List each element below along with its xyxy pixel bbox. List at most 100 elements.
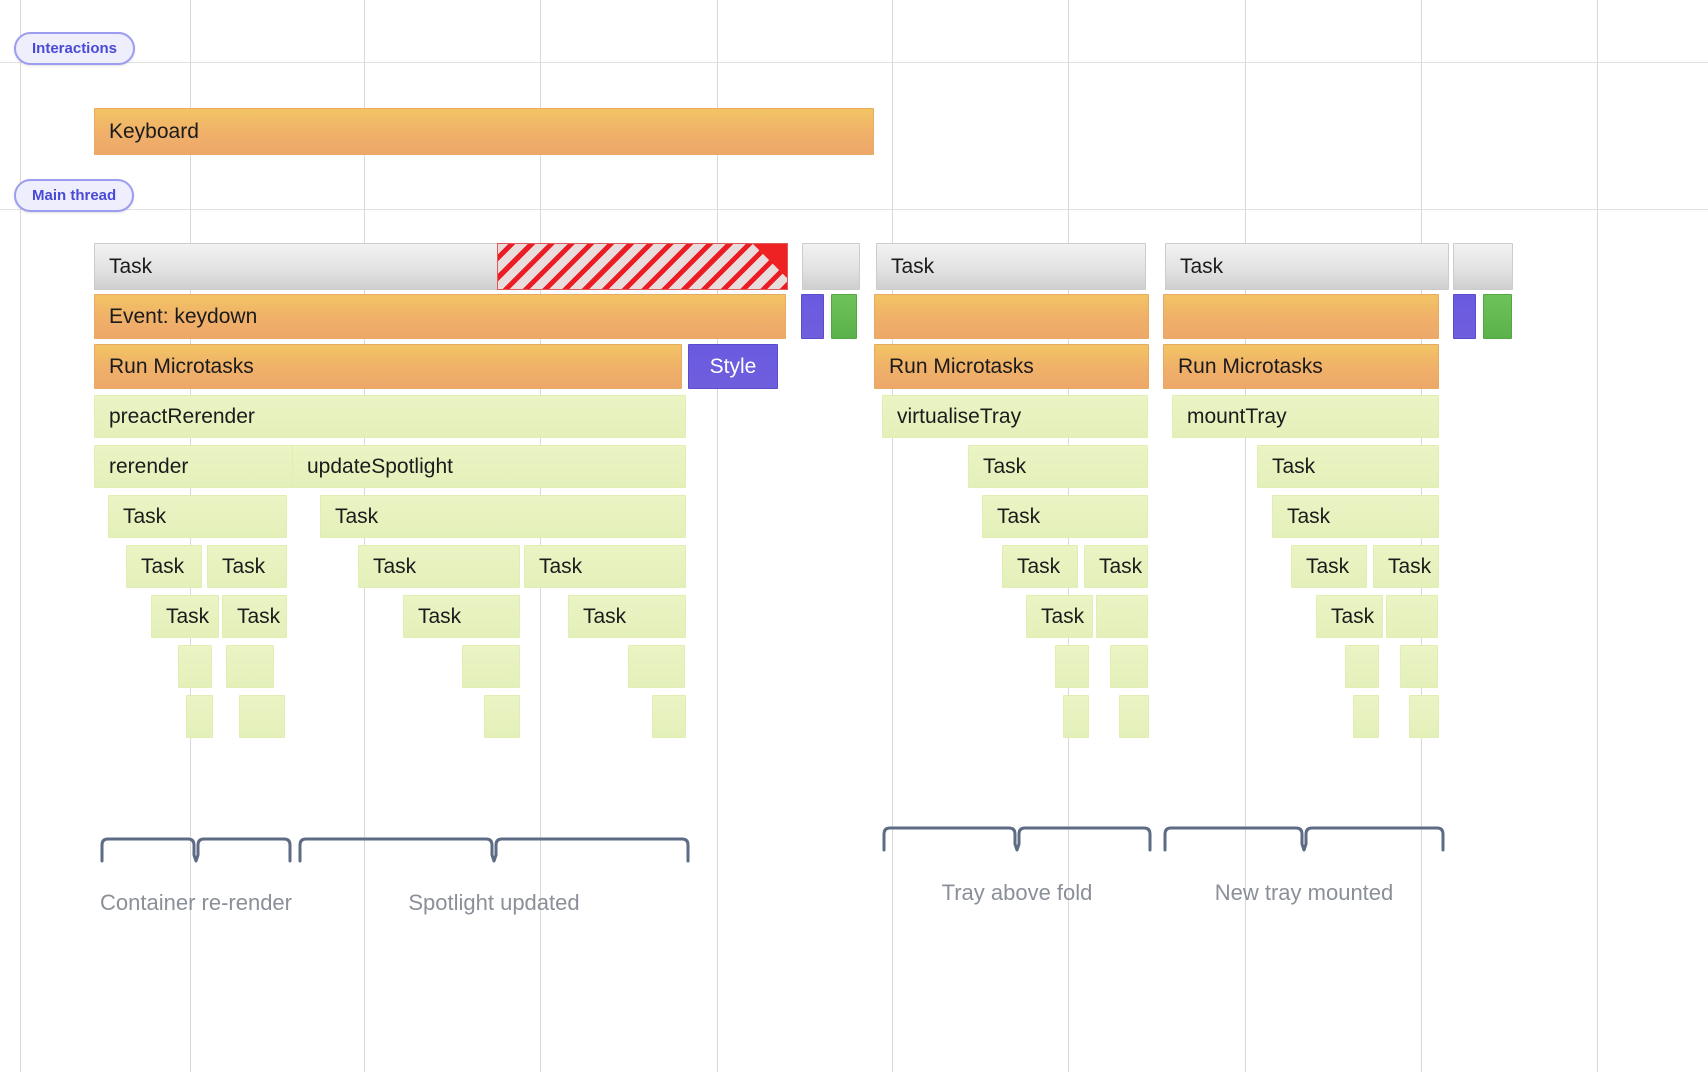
bar-label: Task (109, 254, 153, 278)
flame-bar-task[interactable]: Task (358, 545, 520, 588)
flame-bar-task[interactable]: Task (968, 445, 1148, 488)
flame-bar-mount-tray[interactable]: mountTray (1172, 395, 1439, 438)
flame-bar-task[interactable]: Task (1084, 545, 1148, 588)
bar-label: Task (418, 604, 462, 628)
flame-bar-update-spotlight[interactable]: updateSpotlight (292, 445, 686, 488)
bar-label: Event: keydown (109, 304, 258, 328)
flame-bar-task-unlabeled[interactable] (1345, 645, 1379, 688)
flame-bar-run-microtasks[interactable]: Run Microtasks (1163, 344, 1439, 389)
bar-label: Task (166, 604, 210, 628)
bar-label: Run Microtasks (1178, 354, 1323, 378)
flame-bar-task-unlabeled[interactable] (628, 645, 685, 688)
annotation-label-container-rerender: Container re-render (100, 890, 292, 915)
bar-label: virtualiseTray (897, 404, 1022, 428)
annotation-label-new-tray-mounted: New tray mounted (1214, 880, 1394, 905)
flame-bar-task[interactable]: Task (1272, 495, 1439, 538)
flame-bar-task[interactable]: Task (1291, 545, 1367, 588)
flame-bar-task[interactable]: Task (1257, 445, 1439, 488)
gridline-vertical (1597, 0, 1598, 1072)
gridline-vertical (1245, 0, 1246, 1072)
bar-label: mountTray (1187, 404, 1287, 428)
flame-bar-style[interactable]: Style (688, 344, 778, 389)
bar-label: Task (1388, 554, 1432, 578)
flame-bar-task[interactable]: Task (108, 495, 287, 538)
flame-bar-task-unlabeled[interactable] (652, 695, 686, 738)
bar-label: Task (1272, 454, 1316, 478)
flame-bar-task-unlabeled[interactable] (484, 695, 520, 738)
flame-bar-run-microtasks[interactable]: Run Microtasks (94, 344, 682, 389)
flame-bar-virtualise-tray[interactable]: virtualiseTray (882, 395, 1148, 438)
flame-bar-event-keydown[interactable]: Event: keydown (94, 294, 786, 339)
flame-bar-task-small[interactable] (1453, 243, 1513, 290)
gridline-vertical (892, 0, 893, 1072)
annotation-label-tray-above-fold: Tray above fold (941, 880, 1093, 905)
flame-bar-task-unlabeled[interactable] (239, 695, 285, 738)
long-task-warning-region[interactable] (497, 243, 788, 290)
flame-bar-preact-rerender[interactable]: preactRerender (94, 395, 686, 438)
flame-bar-task-unlabeled[interactable] (1400, 645, 1438, 688)
flame-bar-task[interactable]: Task (126, 545, 202, 588)
flame-bar-run-microtasks[interactable]: Run Microtasks (874, 344, 1149, 389)
flame-bar-task[interactable]: Task (524, 545, 686, 588)
flame-bar-style-small[interactable] (801, 294, 824, 339)
flame-bar-task-unlabeled[interactable] (1055, 645, 1089, 688)
flame-bar-task-unlabeled[interactable] (1110, 645, 1148, 688)
flame-bar-task[interactable]: Task (403, 595, 520, 638)
flame-bar-task-small[interactable] (802, 243, 860, 290)
flame-bar-task-unlabeled[interactable] (462, 645, 520, 688)
flame-bar-task[interactable]: Task (1002, 545, 1078, 588)
bar-label: Task (141, 554, 185, 578)
flame-bar-task[interactable]: Task (568, 595, 686, 638)
flame-bar-task[interactable]: Task (876, 243, 1146, 290)
bar-label: Task (373, 554, 417, 578)
bracket-new-tray-mounted (1163, 822, 1445, 852)
track-pill-main-thread[interactable]: Main thread (14, 179, 135, 212)
bar-label: rerender (109, 454, 189, 478)
long-task-corner-triangle-icon (753, 244, 787, 278)
bar-label: Task (997, 504, 1041, 528)
bar-label: Task (1306, 554, 1350, 578)
flame-bar-event-unlabeled[interactable] (1163, 294, 1439, 339)
flame-bar-paint-small[interactable] (831, 294, 857, 339)
bar-label: Task (1099, 554, 1143, 578)
flame-bar-task[interactable]: Task (222, 595, 287, 638)
flame-bar-task-unlabeled[interactable] (178, 645, 212, 688)
flame-bar-task-unlabeled[interactable] (1063, 695, 1089, 738)
flame-bar-task[interactable]: Task (151, 595, 219, 638)
flame-bar-task-unlabeled[interactable] (1386, 595, 1438, 638)
bar-label: Task (335, 504, 379, 528)
bar-label: updateSpotlight (307, 454, 453, 478)
flame-bar-task[interactable]: Task (320, 495, 686, 538)
bar-label: Task (237, 604, 281, 628)
bar-label: Task (1041, 604, 1085, 628)
bar-label: Run Microtasks (889, 354, 1034, 378)
flame-bar-task-unlabeled[interactable] (1353, 695, 1379, 738)
flame-bar-task[interactable]: Task (207, 545, 287, 588)
bar-label: Task (983, 454, 1027, 478)
bar-label: Keyboard (109, 119, 199, 143)
annotation-label-spotlight-updated: Spotlight updated (408, 890, 580, 915)
flame-bar-task[interactable]: Task (1316, 595, 1383, 638)
flame-bar-rerender[interactable]: rerender (94, 445, 293, 488)
bar-label: Task (123, 504, 167, 528)
track-pill-interactions[interactable]: Interactions (14, 32, 136, 65)
flame-bar-task-unlabeled[interactable] (1409, 695, 1439, 738)
flame-bar-style-small[interactable] (1453, 294, 1476, 339)
flame-bar-task[interactable]: Task (1373, 545, 1439, 588)
flame-bar-task[interactable]: Task (982, 495, 1148, 538)
flame-bar-task[interactable]: Task (1165, 243, 1449, 290)
flame-bar-task-unlabeled[interactable] (186, 695, 213, 738)
flame-bar-task[interactable]: Task (1026, 595, 1093, 638)
interaction-bar-keyboard[interactable]: Keyboard (94, 108, 874, 155)
flame-bar-task-unlabeled[interactable] (1119, 695, 1149, 738)
bracket-tray-above-fold (882, 822, 1152, 852)
flame-bar-paint-small[interactable] (1483, 294, 1512, 339)
flame-bar-task-unlabeled[interactable] (1096, 595, 1148, 638)
bar-label: Task (539, 554, 583, 578)
flame-bar-task-unlabeled[interactable] (226, 645, 274, 688)
gridline-vertical (717, 0, 718, 1072)
track-label-interactions: Interactions (32, 40, 118, 57)
bar-label: Task (583, 604, 627, 628)
gridline-vertical (20, 0, 21, 1072)
flame-bar-event-unlabeled[interactable] (874, 294, 1149, 339)
